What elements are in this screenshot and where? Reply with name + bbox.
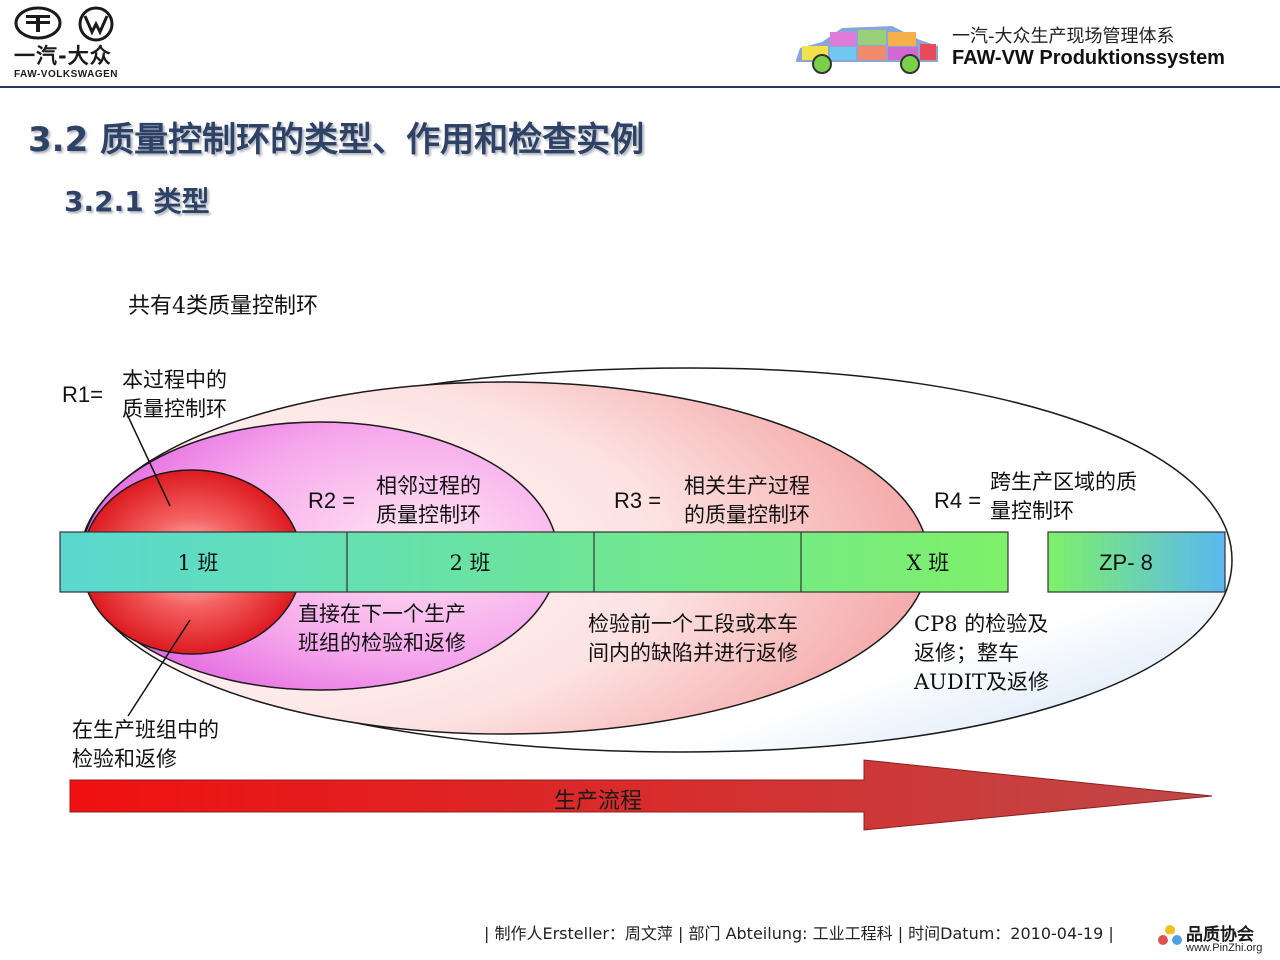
r4-label: R4 = (934, 488, 982, 513)
r1-description: 本过程中的 质量控制环 (122, 368, 227, 421)
page-title: 3.2 质量控制环的类型、作用和检查实例 (28, 120, 645, 160)
zp8-label: ZP- 8 (1099, 550, 1153, 575)
r1-callout-line (125, 411, 171, 507)
header-divider (0, 86, 1280, 88)
r1-bottom-callout-line (127, 619, 191, 717)
r4-bottom-description: CP8 的检验及 返修；整车 AUDIT及返修 (914, 612, 1050, 694)
r3-description: 相关生产过程 的质量控制环 (684, 474, 810, 527)
r2-label: R2 = (308, 488, 356, 513)
r1-bottom-description: 在生产班组中的 检验和返修 (72, 718, 219, 771)
r4-description: 跨生产区域的质 量控制环 (990, 470, 1137, 523)
faw-vw-logo (14, 6, 114, 42)
watermark-text: 品质协会 (1186, 925, 1254, 945)
shift-bar (59, 531, 1009, 593)
logo-subtext: FAW-VOLKSWAGEN (14, 69, 119, 80)
system-title-cn: 一汽-大众生产现场管理体系 (952, 26, 1175, 47)
r3-bottom-description: 检验前一个工段或本车 间内的缺陷并进行返修 (588, 612, 798, 665)
shift-label: 1 班 (177, 551, 218, 575)
r1-label: R1= (62, 382, 103, 407)
page-subtitle: 3.2.1 类型 (64, 185, 210, 218)
system-title-de: FAW-VW Produktionssystem (952, 47, 1225, 69)
footer-info: | 制作人Ersteller：周文萍 | 部门 Abteilung: 工业工程科… (484, 924, 1114, 943)
r2-bottom-description: 直接在下一个生产 班组的检验和返修 (298, 602, 466, 655)
intro-text: 共有4类质量控制环 (128, 294, 318, 319)
production-flow-label: 生产流程 (554, 789, 642, 814)
zp8-box (1047, 531, 1226, 593)
car-puzzle-icon (796, 26, 938, 74)
r2-description: 相邻过程的 质量控制环 (376, 474, 481, 527)
logo-text: 一汽-大众 (14, 44, 112, 68)
watermark-url: www.PinZhi.org (1186, 942, 1263, 954)
r3-label: R3 = (614, 488, 662, 513)
watermark-flower-icon (1158, 925, 1182, 945)
production-flow-arrow (69, 759, 1213, 831)
shift-label: X 班 (907, 551, 950, 575)
shift-label: 2 班 (449, 551, 490, 575)
